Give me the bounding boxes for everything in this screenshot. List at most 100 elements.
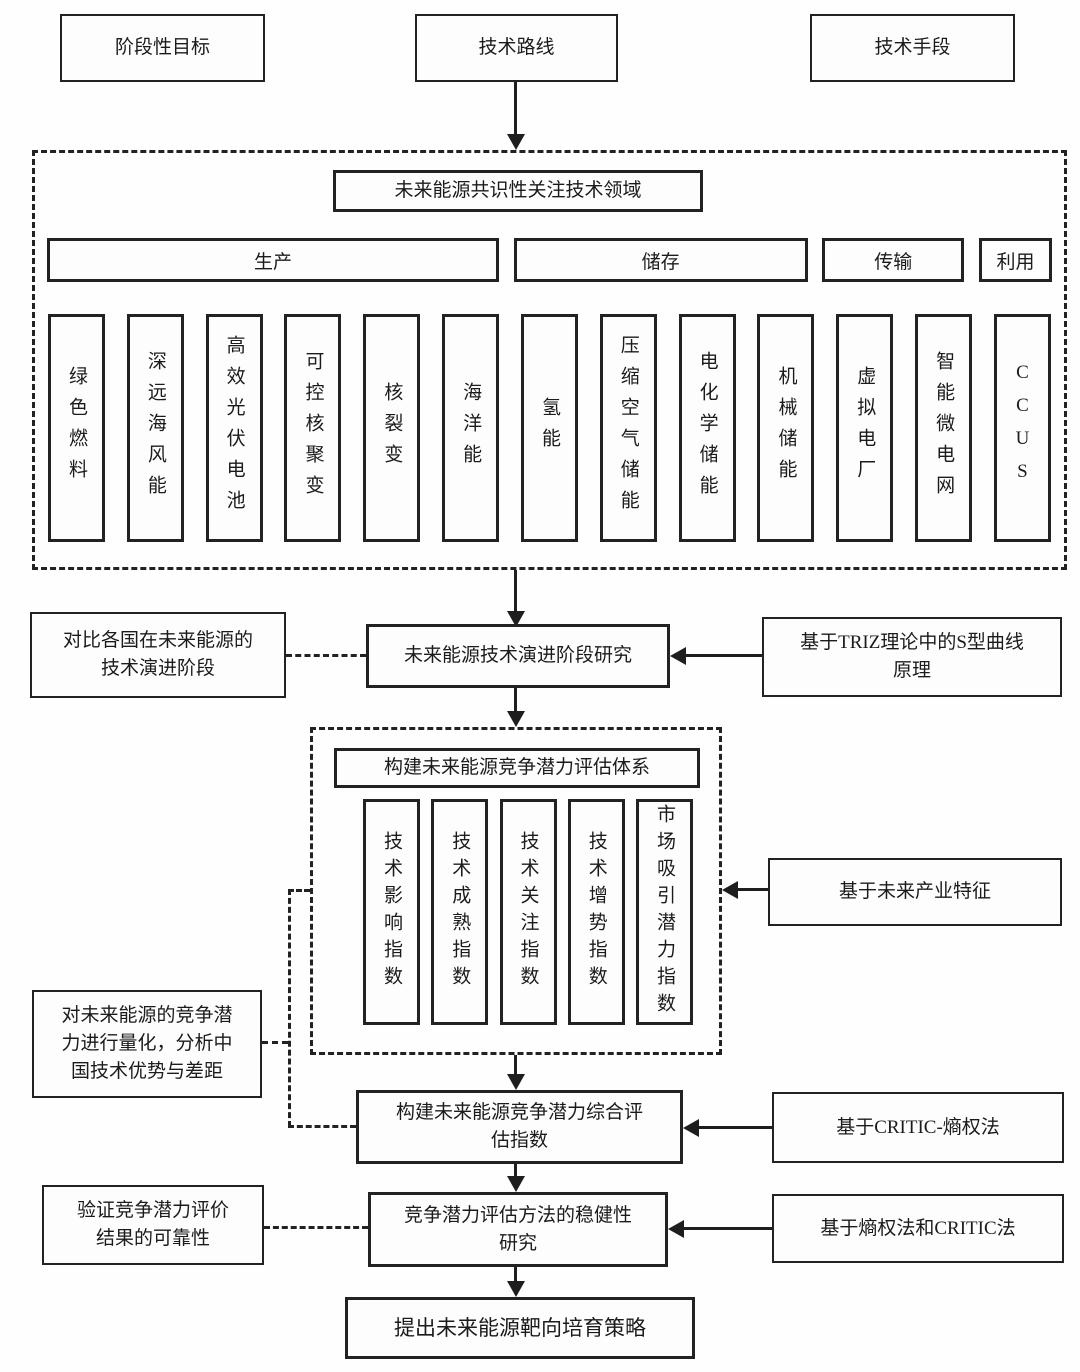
- evaluation-system-title-box: 构建未来能源竞争潜力评估体系: [334, 748, 700, 788]
- tech-means-label: 技术手段: [874, 37, 951, 58]
- category-storage: 储存: [513, 238, 808, 282]
- tech-column-label: 绿色燃料: [66, 366, 87, 490]
- tech-column-label: 核裂变: [381, 381, 403, 475]
- compare-countries-note-box: 对比各国在未来能源的 技术演进阶段: [30, 612, 286, 698]
- category-production: 生产: [47, 238, 499, 282]
- tech-column-ccus: CCUS: [993, 314, 1051, 542]
- consensus-title-label: 未来能源共识性关注技术领域: [394, 180, 642, 201]
- arrow-down-consensus-to-stage: [514, 570, 517, 612]
- robustness-study-line: 研究: [498, 1232, 537, 1254]
- category-storage-label: 储存: [641, 251, 680, 273]
- dashed-connector-quantify: [262, 1041, 288, 1044]
- quantify-note-line: 对未来能源的竞争潜: [61, 1005, 233, 1026]
- tech-column-fission: 核裂变: [363, 314, 421, 542]
- arrow-down-composite-to-robust: [514, 1164, 517, 1177]
- tech-column-row: 绿色燃料 深远海风能 高效光伏电池 可控核聚变 核裂变 海洋能 氢能 压缩空气储…: [48, 314, 1051, 542]
- quantify-note-line: 力进行量化，分析中: [61, 1033, 233, 1054]
- dashed-connector-compare: [286, 654, 366, 657]
- index-column-label: 市场吸引潜力指数: [654, 804, 675, 1020]
- category-production-label: 生产: [253, 251, 292, 273]
- dashed-bracket-left: [288, 889, 291, 1127]
- entropy-critic-basis-label: 基于熵权法和CRITIC法: [820, 1217, 1016, 1239]
- compare-note-line: 对比各国在未来能源的: [62, 630, 253, 651]
- industry-basis-box: 基于未来产业特征: [768, 858, 1062, 926]
- critic-entropy-basis-label: 基于CRITIC-熵权法: [836, 1116, 1000, 1138]
- evaluation-system-title-label: 构建未来能源竞争潜力评估体系: [383, 757, 650, 778]
- index-column-tech-growth: 技术增势指数: [567, 799, 625, 1025]
- quantify-note-line: 国技术优势与差距: [70, 1061, 223, 1082]
- arrow-down-stage-to-evalsys: [514, 688, 517, 712]
- verify-note-box: 验证竞争潜力评价 结果的可靠性: [42, 1185, 264, 1265]
- tech-column-green-fuel: 绿色燃料: [48, 314, 105, 542]
- tech-column-label: 可控核聚变: [302, 350, 324, 506]
- evolution-study-label: 未来能源技术演进阶段研究: [403, 645, 632, 666]
- tech-column-ocean-energy: 海洋能: [442, 314, 500, 542]
- compare-note-line: 技术演进阶段: [100, 658, 215, 679]
- category-utilization-label: 利用: [996, 251, 1035, 273]
- arrow-down-route-to-consensus: [514, 82, 517, 135]
- arrow-down-robust-to-strategy: [514, 1267, 517, 1282]
- index-column-label: 技术增势指数: [585, 831, 607, 993]
- tech-column-label: 深远海风能: [144, 350, 166, 506]
- strategy-box: 提出未来能源靶向培育策略: [345, 1297, 695, 1359]
- category-utilization: 利用: [978, 238, 1052, 282]
- strategy-label: 提出未来能源靶向培育策略: [394, 1316, 646, 1340]
- tech-column-label: 压缩空气储能: [617, 335, 639, 521]
- category-transmission-label: 传输: [874, 251, 913, 273]
- tech-column-label: 高效光伏电池: [223, 335, 245, 521]
- arrow-left-entropy-to-robust: [683, 1227, 772, 1230]
- tech-column-mechanical: 机械储能: [757, 314, 815, 542]
- index-column-label: 技术影响指数: [381, 831, 402, 993]
- arrow-down-evalsys-to-composite: [514, 1055, 517, 1075]
- composite-index-line: 构建未来能源竞争潜力综合评: [395, 1102, 643, 1123]
- index-column-tech-maturity: 技术成熟指数: [431, 799, 489, 1025]
- evolution-study-box: 未来能源技术演进阶段研究: [366, 624, 670, 688]
- tech-column-label: 智能微电网: [933, 350, 955, 506]
- index-column-market-attraction: 市场吸引潜力指数: [636, 799, 693, 1025]
- stage-goal-label: 阶段性目标: [114, 37, 210, 58]
- composite-index-box: 构建未来能源竞争潜力综合评 估指数: [356, 1090, 683, 1164]
- arrow-left-triz-to-stage: [685, 654, 762, 657]
- triz-basis-box: 基于TRIZ理论中的S型曲线 原理: [762, 617, 1062, 697]
- tech-column-label: 海洋能: [460, 381, 482, 475]
- tech-column-fusion: 可控核聚变: [284, 314, 342, 542]
- tech-route-label: 技术路线: [478, 37, 555, 58]
- index-column-label: 技术成熟指数: [449, 831, 471, 993]
- robustness-study-box: 竞争潜力评估方法的稳健性 研究: [368, 1192, 668, 1267]
- robustness-study-line: 竞争潜力评估方法的稳健性: [403, 1204, 632, 1226]
- tech-means-box: 技术手段: [810, 14, 1015, 82]
- index-column-label: 技术关注指数: [517, 831, 539, 993]
- tech-column-label: 虚拟电厂: [854, 366, 876, 490]
- composite-index-line: 估指数: [490, 1130, 548, 1151]
- evaluation-system-container: [310, 727, 722, 1055]
- tech-column-offshore-wind: 深远海风能: [126, 314, 184, 542]
- triz-basis-line: 基于TRIZ理论中的S型曲线: [800, 632, 1024, 653]
- triz-basis-line: 原理: [892, 660, 931, 681]
- verify-note-line: 结果的可靠性: [95, 1228, 210, 1249]
- stage-goal-box: 阶段性目标: [60, 14, 265, 82]
- tech-column-smart-microgrid: 智能微电网: [915, 314, 973, 542]
- tech-column-pv-cell: 高效光伏电池: [205, 314, 263, 542]
- tech-column-virtual-plant: 虚拟电厂: [836, 314, 894, 542]
- critic-entropy-basis-box: 基于CRITIC-熵权法: [772, 1092, 1064, 1163]
- dashed-bracket-top: [288, 889, 310, 892]
- arrow-left-critic-to-composite: [698, 1126, 772, 1129]
- entropy-critic-basis-box: 基于熵权法和CRITIC法: [772, 1194, 1064, 1263]
- quantify-note-box: 对未来能源的竞争潜 力进行量化，分析中 国技术优势与差距: [32, 990, 262, 1098]
- verify-note-line: 验证竞争潜力评价: [76, 1200, 229, 1221]
- index-column-tech-attention: 技术关注指数: [499, 799, 557, 1025]
- consensus-tech-container: [32, 150, 1067, 570]
- dashed-connector-verify: [264, 1226, 368, 1229]
- tech-column-label: 氢能: [538, 397, 560, 459]
- tech-column-label: CCUS: [1011, 362, 1033, 494]
- dashed-bracket-bottom: [288, 1125, 356, 1128]
- tech-column-caes: 压缩空气储能: [599, 314, 657, 542]
- tech-column-hydrogen: 氢能: [520, 314, 578, 542]
- category-row: 生产 储存 传输 利用: [47, 238, 1052, 282]
- tech-column-label: 电化学储能: [696, 350, 718, 506]
- tech-route-box: 技术路线: [415, 14, 618, 82]
- tech-column-label: 机械储能: [775, 366, 797, 490]
- tech-column-electrochemical: 电化学储能: [678, 314, 736, 542]
- arrow-left-industry-to-evalsys: [737, 888, 768, 891]
